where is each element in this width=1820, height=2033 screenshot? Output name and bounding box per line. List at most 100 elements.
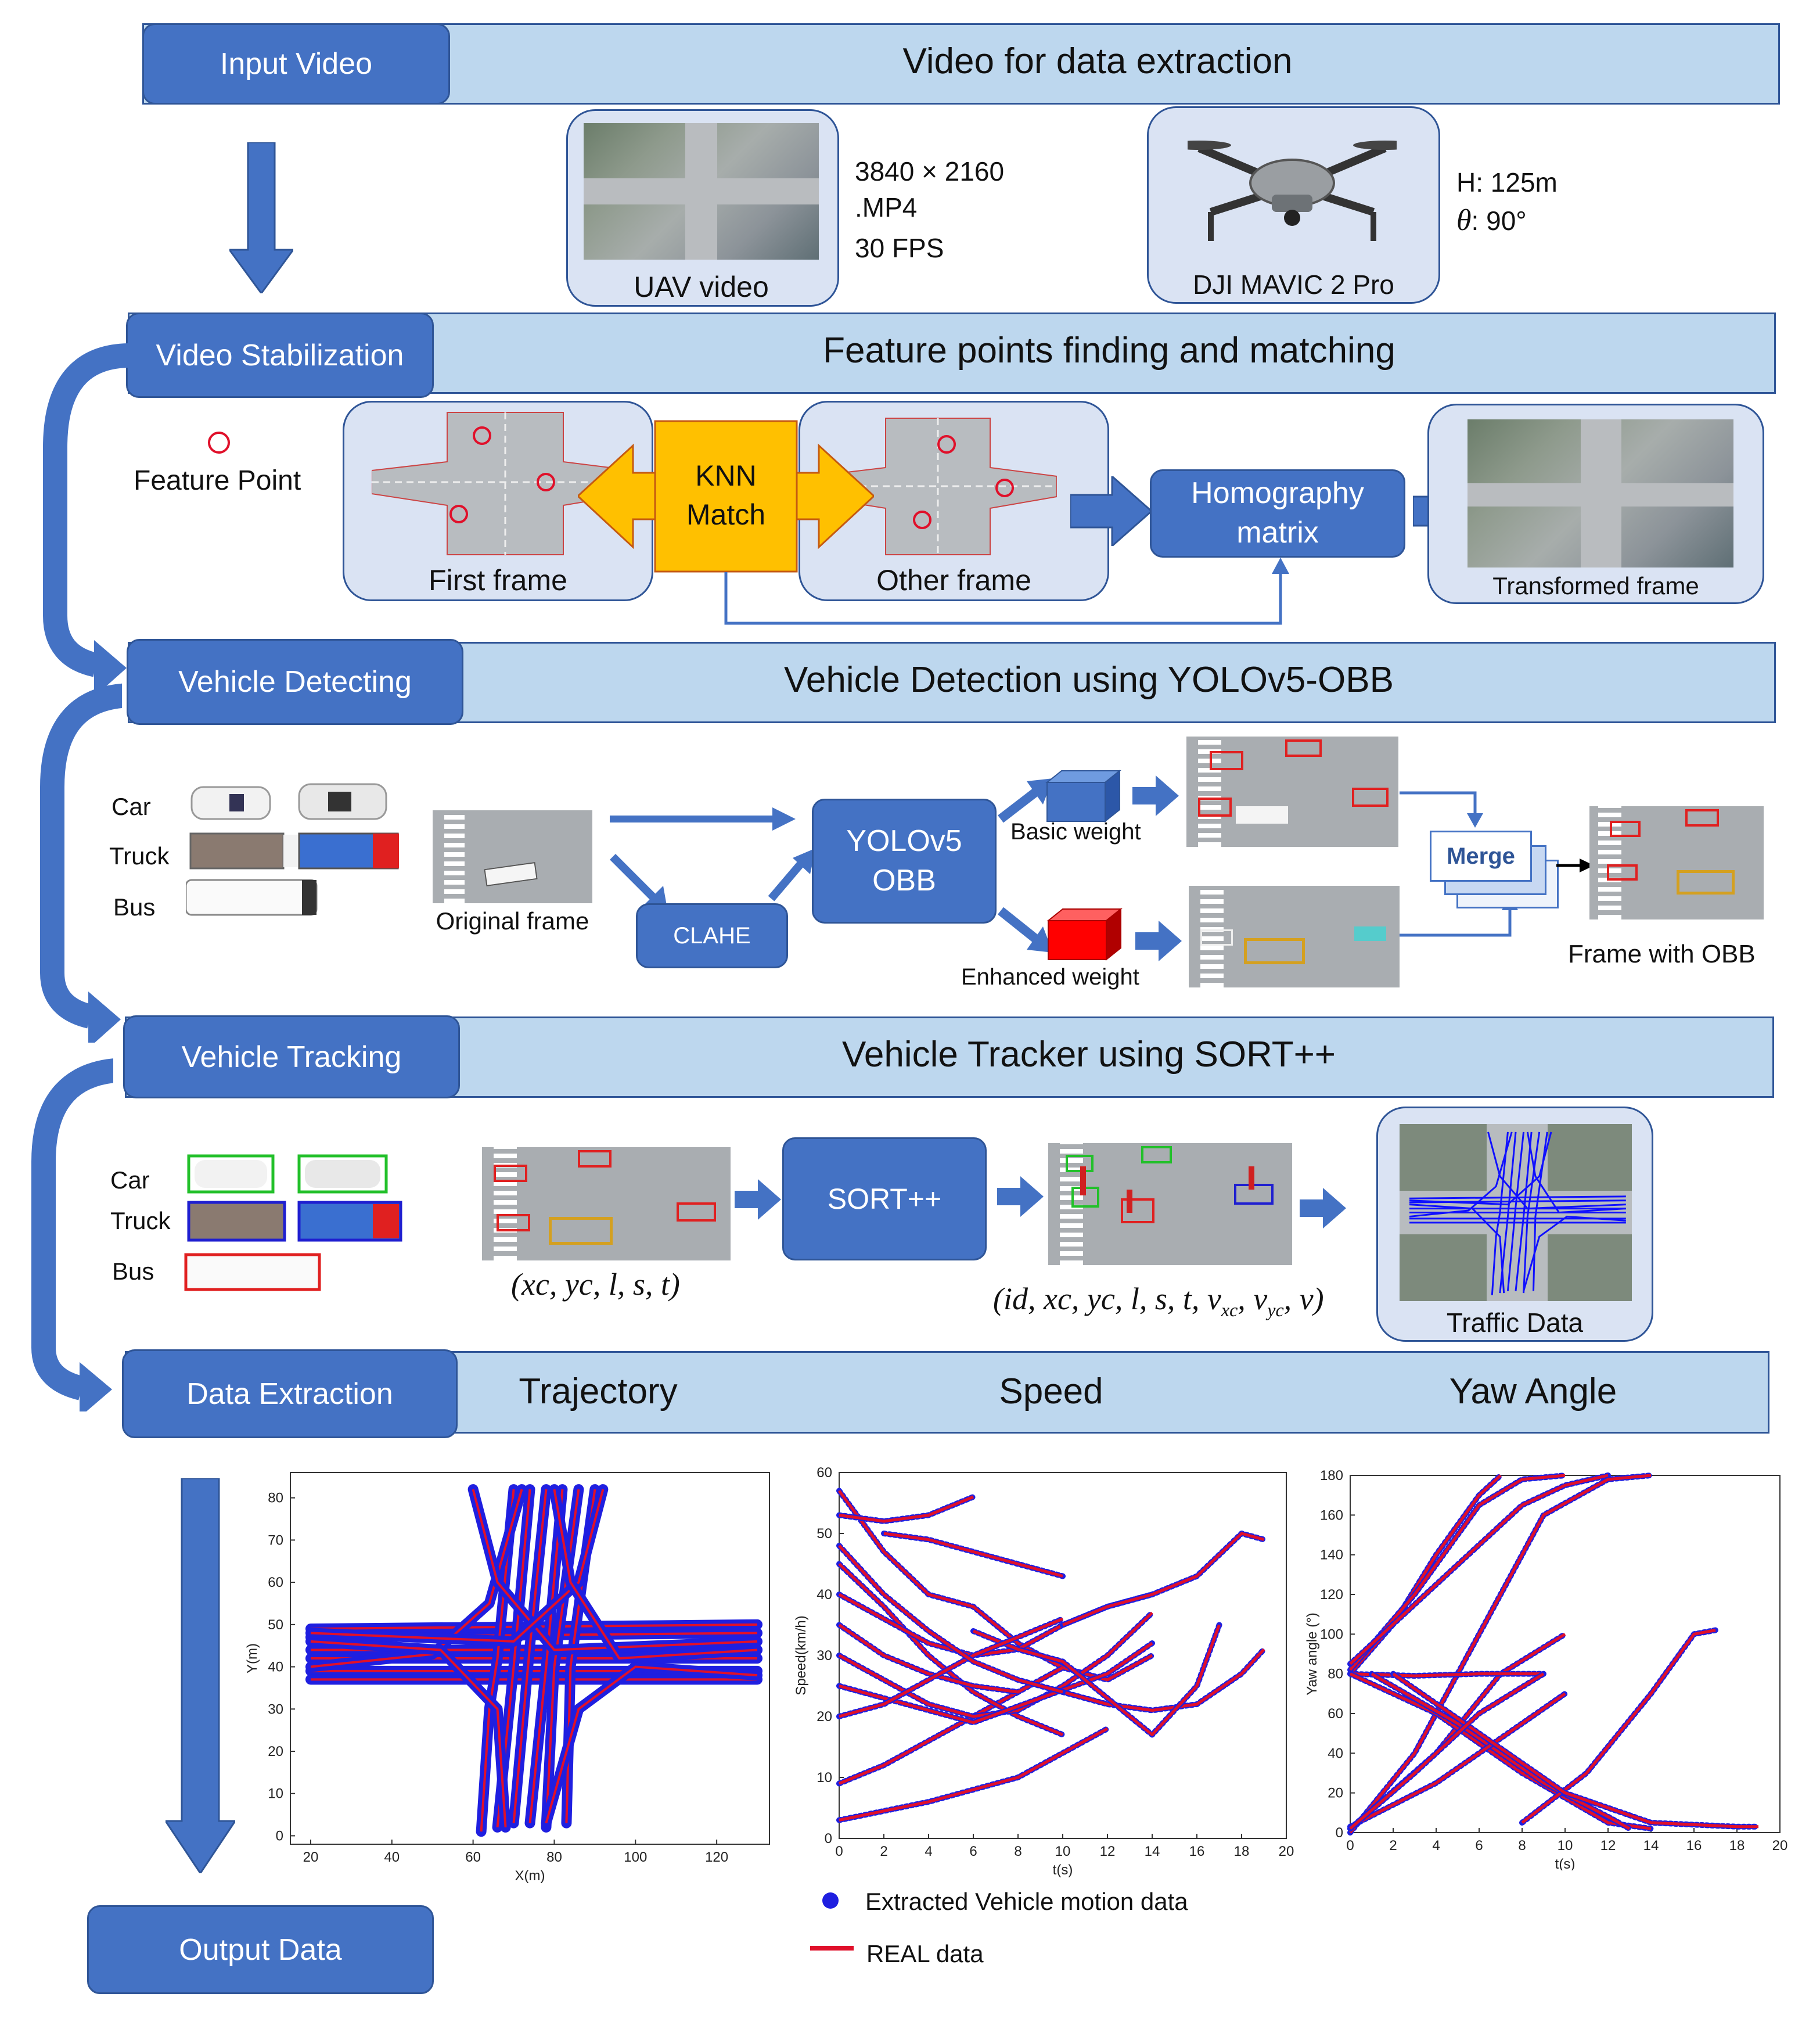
original-frame-image — [433, 810, 592, 903]
yolo-line1: YOLOv5 — [846, 824, 962, 858]
tracker-input-tuple: (xc, yc, l, s, t) — [511, 1267, 680, 1302]
real-series-line — [839, 1690, 1019, 1785]
video-spec-fps: 30 FPS — [855, 233, 944, 263]
x-tick-label: 16 — [1189, 1844, 1205, 1859]
real-series-line — [839, 1617, 1063, 1718]
arrow-yolo-to-enhanced — [998, 907, 1053, 953]
vehicle-sample-icons-detect — [186, 783, 399, 916]
homography-line2: matrix — [1236, 516, 1319, 549]
traffic-trajectory-line — [1526, 1132, 1626, 1214]
x-tick-label: 60 — [465, 1849, 481, 1865]
arrow-from-sort — [997, 1176, 1044, 1217]
y-tick-label: 40 — [268, 1660, 283, 1675]
detecting-title: Vehicle Detection using YOLOv5-OBB — [784, 660, 1394, 700]
first-frame-label: First frame — [429, 564, 567, 597]
real-series-line — [310, 1489, 605, 1643]
x-tick-label: 12 — [1100, 1844, 1116, 1859]
merge-box: Merge — [1430, 831, 1532, 882]
y-tick-label: 60 — [268, 1575, 283, 1590]
input-video-stage: Input Video — [142, 23, 450, 105]
y-tick-label: 160 — [1320, 1507, 1343, 1523]
knn-double-arrow — [578, 420, 874, 573]
real-series-line — [545, 1665, 758, 1824]
tracking-title: Vehicle Tracker using SORT++ — [841, 1035, 1336, 1075]
traffic-trajectory-line — [1491, 1132, 1509, 1295]
input-video-title: Video for data extraction — [902, 41, 1293, 81]
x-tick-label: 0 — [835, 1844, 843, 1859]
y-axis-label: Y(m) — [244, 1643, 260, 1673]
real-series-line — [545, 1489, 580, 1828]
first-frame-image — [372, 412, 633, 555]
real-series-line — [883, 1532, 1063, 1578]
x-tick-label: 20 — [1772, 1838, 1788, 1854]
x-tick-label: 100 — [624, 1849, 647, 1865]
real-series-line — [838, 1563, 1063, 1736]
real-series-line — [310, 1489, 523, 1668]
real-series-line — [480, 1489, 515, 1832]
video-spec-format: .MP4 — [855, 192, 918, 222]
transformed-frame-image — [1467, 419, 1733, 567]
x-tick-label: 120 — [705, 1849, 728, 1865]
y-tick-label: 20 — [1328, 1786, 1343, 1801]
frame-with-obb-label: Frame with OBB — [1568, 940, 1756, 968]
y-tick-label: 50 — [268, 1617, 283, 1633]
traffic-trajectory-line — [1506, 1132, 1525, 1291]
track-class-car: Car — [110, 1166, 150, 1194]
traffic-trajectory-line — [1409, 1132, 1513, 1217]
real-series-line — [1349, 1474, 1566, 1671]
x-tick-label: 14 — [1145, 1844, 1160, 1859]
merge-label: Merge — [1447, 843, 1515, 869]
y-tick-label: 80 — [268, 1490, 283, 1506]
detect-class-car: Car — [111, 793, 151, 820]
real-series-line — [839, 1727, 1109, 1822]
tracker-output-frame — [1048, 1143, 1292, 1265]
x-tick-label: 0 — [1346, 1838, 1354, 1854]
y-tick-label: 10 — [817, 1770, 832, 1786]
output-tuple-sub-xc: xc — [1221, 1299, 1238, 1320]
transformed-frame-label: Transformed frame — [1492, 572, 1699, 599]
y-tick-label: 80 — [1328, 1666, 1343, 1682]
real-series-line — [1350, 1672, 1544, 1678]
y-tick-label: 180 — [1320, 1468, 1343, 1484]
y-axis-label: Yaw angle (°) — [1304, 1612, 1320, 1696]
legend-blue-dot-icon — [822, 1892, 839, 1909]
basic-result-frame — [1186, 737, 1398, 847]
real-series-line — [1349, 1474, 1652, 1834]
x-tick-label: 4 — [1432, 1838, 1440, 1854]
stabilization-title: Feature points finding and matching — [823, 331, 1395, 371]
real-series-line — [1062, 1532, 1265, 1626]
flow-arrow-track-to-extract — [31, 1058, 113, 1411]
x-tick-label: 18 — [1234, 1844, 1250, 1859]
y-axis-label: Speed(km/h) — [793, 1615, 809, 1695]
vehicle-tracking-stage: Vehicle Tracking — [123, 1015, 460, 1098]
theta-symbol: θ — [1456, 204, 1472, 237]
x-tick-label: 8 — [1518, 1838, 1526, 1854]
detect-class-bus: Bus — [113, 893, 156, 921]
legend-red-line-icon — [810, 1946, 854, 1951]
traffic-trajectory-line — [1409, 1204, 1505, 1294]
arrow-enhanced-to-frame — [1135, 921, 1182, 961]
drone-icon — [1188, 141, 1397, 241]
arrow-to-sort — [735, 1179, 781, 1220]
output-tuple-sub-yc: yc — [1267, 1299, 1284, 1320]
label-trajectory: Trajectory — [519, 1371, 678, 1411]
y-tick-label: 30 — [817, 1648, 832, 1664]
y-tick-label: 0 — [1336, 1825, 1343, 1841]
video-stabilization-stage: Video Stabilization — [126, 313, 434, 398]
x-tick-label: 18 — [1729, 1838, 1745, 1854]
tracker-output-tuple: (id, xc, yc, l, s, t, vxc, vyc, v) — [993, 1281, 1324, 1320]
arrow-to-homography — [1070, 476, 1152, 546]
x-tick-label: 8 — [1014, 1844, 1021, 1859]
x-tick-label: 10 — [1055, 1844, 1071, 1859]
traffic-trajectory-line — [1487, 1132, 1626, 1210]
sort-plus-plus-box: SORT++ — [782, 1137, 987, 1260]
output-data-stage: Output Data — [87, 1905, 434, 1994]
x-tick-label: 10 — [1558, 1838, 1573, 1854]
x-tick-label: 2 — [880, 1844, 887, 1859]
track-class-bus: Bus — [112, 1258, 154, 1285]
x-tick-label: 40 — [384, 1849, 400, 1865]
clahe-box: CLAHE — [636, 903, 788, 968]
